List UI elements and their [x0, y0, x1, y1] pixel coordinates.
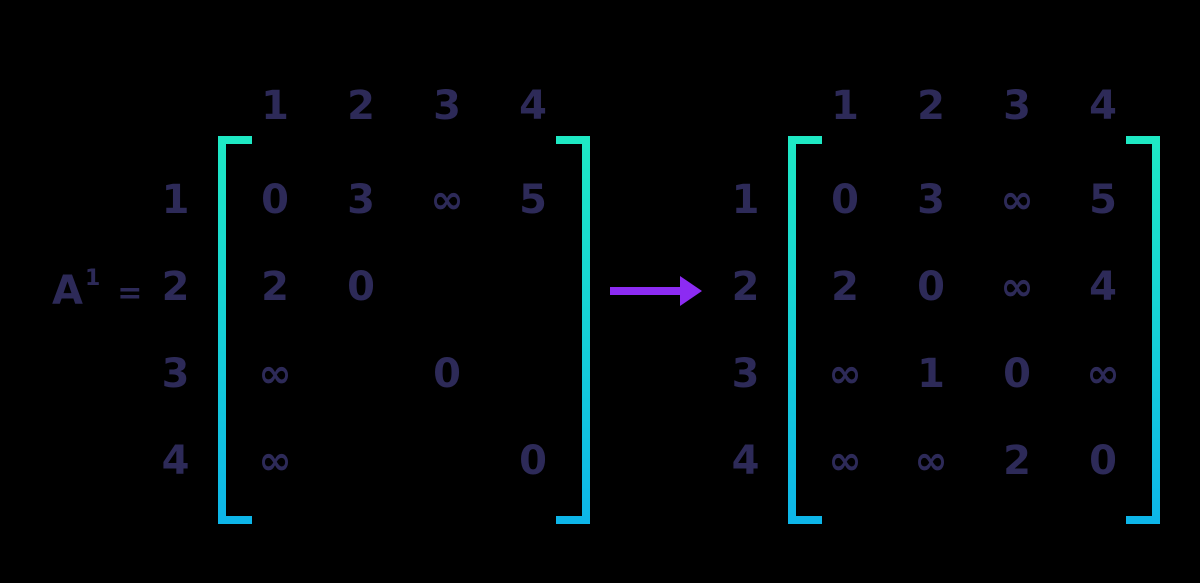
- matrix-bracket-left: [218, 136, 252, 524]
- matrix-cell: 0: [519, 437, 547, 484]
- col-header: 3: [433, 83, 461, 129]
- col-header: 4: [1089, 83, 1117, 129]
- col-header: 3: [1003, 83, 1031, 129]
- bracket-bar: [1152, 136, 1160, 524]
- col-header: 2: [917, 83, 945, 129]
- arrow-shaft: [610, 287, 682, 295]
- matrix-cells: 0 3 ∞ 5 2 0 ∞ 0 ∞ 0: [218, 136, 590, 524]
- matrix-cell: ∞: [1086, 350, 1120, 397]
- bracket-arm: [556, 136, 590, 144]
- matrix-body: 0 3 ∞ 5 2 0 ∞ 4 ∞ 1 0 ∞ ∞ ∞ 2 0: [788, 136, 1160, 524]
- bracket-bar: [788, 136, 796, 524]
- matrix-cell: 5: [519, 176, 547, 223]
- matrix-cells: 0 3 ∞ 5 2 0 ∞ 4 ∞ 1 0 ∞ ∞ ∞ 2 0: [788, 136, 1160, 524]
- matrix-cell: ∞: [1000, 263, 1034, 310]
- matrix-cell: 3: [347, 176, 375, 223]
- matrix-cell: 4: [1089, 263, 1117, 310]
- row-label: 4: [731, 437, 760, 484]
- matrix-cell: 0: [433, 350, 461, 397]
- matrix-cell: 2: [831, 263, 859, 310]
- matrix-cell: ∞: [828, 350, 862, 397]
- matrix-bracket-left: [788, 136, 822, 524]
- matrix-cell: 1: [917, 350, 945, 397]
- bracket-arm: [1126, 136, 1160, 144]
- matrix-after: 1 2 3 4 1 2 3 4 0 3 ∞: [703, 76, 1160, 524]
- bracket-arm: [218, 516, 252, 524]
- col-header: 1: [261, 83, 289, 129]
- matrix-cell: ∞: [914, 437, 948, 484]
- matrix-cell: 2: [1003, 437, 1031, 484]
- matrix-cell: 0: [831, 176, 859, 223]
- column-headers: 1 2 3 4: [218, 76, 590, 136]
- bracket-arm: [788, 136, 822, 144]
- arrow-right-icon: [610, 276, 702, 306]
- matrix-name: A: [52, 268, 84, 314]
- matrix-cell: ∞: [258, 350, 292, 397]
- matrix-cell: 3: [917, 176, 945, 223]
- matrix-cell: ∞: [1000, 176, 1034, 223]
- matrix-before: 1 2 3 4 1 2 3 4 0 3 ∞: [133, 76, 590, 524]
- matrix-cell: ∞: [258, 437, 292, 484]
- bracket-bar: [582, 136, 590, 524]
- row-label: 3: [161, 350, 190, 397]
- arrow-head: [680, 276, 702, 306]
- row-label: 1: [731, 176, 760, 223]
- bracket-arm: [556, 516, 590, 524]
- column-headers: 1 2 3 4: [788, 76, 1160, 136]
- row-label: 4: [161, 437, 190, 484]
- row-headers: 1 2 3 4: [703, 136, 788, 524]
- matrix-cell: 0: [261, 176, 289, 223]
- matrix-cell: 5: [1089, 176, 1117, 223]
- row-label: 2: [161, 263, 190, 310]
- bracket-bar: [218, 136, 226, 524]
- matrix-cell: 0: [1003, 350, 1031, 397]
- equals-sign: =: [117, 275, 144, 311]
- matrix-cell: 0: [1089, 437, 1117, 484]
- bracket-arm: [1126, 516, 1160, 524]
- row-label: 3: [731, 350, 760, 397]
- matrix-bracket-right: [556, 136, 590, 524]
- col-header: 1: [831, 83, 859, 129]
- matrix-cell: 2: [261, 263, 289, 310]
- bracket-arm: [218, 136, 252, 144]
- matrix-cell: 0: [347, 263, 375, 310]
- row-headers: 1 2 3 4: [133, 136, 218, 524]
- matrix-cell: 0: [917, 263, 945, 310]
- row-label: 2: [731, 263, 760, 310]
- col-header: 4: [519, 83, 547, 129]
- col-header: 2: [347, 83, 375, 129]
- row-label: 1: [161, 176, 190, 223]
- matrix-cell: ∞: [430, 176, 464, 223]
- bracket-arm: [788, 516, 822, 524]
- matrix-superscript: 1: [84, 266, 102, 291]
- matrix-cell: ∞: [828, 437, 862, 484]
- matrix-body: 0 3 ∞ 5 2 0 ∞ 0 ∞ 0: [218, 136, 590, 524]
- matrix-bracket-right: [1126, 136, 1160, 524]
